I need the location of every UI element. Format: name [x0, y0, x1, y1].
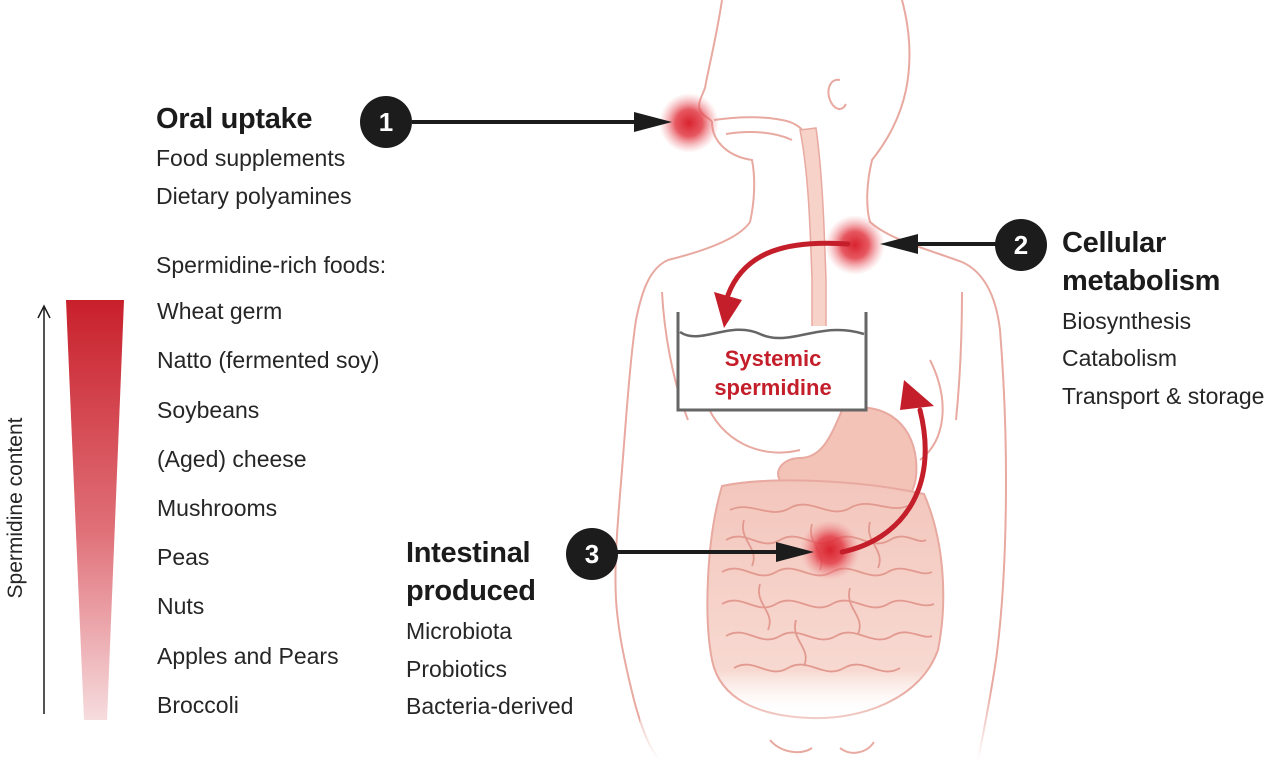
- food-item: Soybeans: [157, 397, 260, 423]
- food-item: Peas: [157, 544, 210, 570]
- spermidine-axis-arrow: [37, 304, 51, 714]
- intestinal-line-3: Bacteria-derived: [406, 693, 574, 719]
- step-2-number: 2: [1013, 229, 1029, 260]
- step-1-number: 1: [378, 106, 394, 137]
- black-flow-arrows: [412, 112, 996, 562]
- systemic-label-line-1: Systemic: [724, 346, 822, 371]
- spermidine-content-gradient: [66, 300, 124, 720]
- oral-uptake-title: Oral uptake: [156, 103, 313, 135]
- food-item: (Aged) cheese: [157, 446, 307, 472]
- systemic-spermidine-box: [676, 312, 868, 412]
- step-3-number: 3: [584, 538, 600, 569]
- cellular-metabolism-line-1: Biosynthesis: [1062, 308, 1192, 334]
- food-item: Natto (fermented soy): [157, 347, 380, 373]
- food-item: Nuts: [157, 593, 205, 619]
- cellular-metabolism-glow: [825, 215, 885, 275]
- oral-uptake-line-1: Food supplements: [156, 145, 346, 171]
- systemic-label-line-2: spermidine: [714, 375, 832, 400]
- intestinal-line-1: Microbiota: [406, 618, 513, 644]
- leg-outline: [769, 739, 875, 754]
- esophagus: [799, 127, 827, 331]
- step-1-badge: 1: [360, 96, 412, 148]
- foods-heading: Spermidine-rich foods:: [156, 252, 387, 278]
- intestinal-glow: [800, 520, 860, 580]
- intestinal-title-2: produced: [406, 575, 536, 607]
- cellular-metabolism-line-2: Catabolism: [1062, 345, 1178, 371]
- cellular-metabolism-line-3: Transport & storage: [1062, 383, 1265, 409]
- step-2-badge: 2: [995, 219, 1047, 271]
- red-flow-arrows: [714, 240, 934, 555]
- systemic-spermidine-label: Systemic spermidine: [682, 344, 864, 402]
- step-3-badge: 3: [566, 528, 618, 580]
- food-item: Apples and Pears: [157, 643, 339, 669]
- food-item: Mushrooms: [157, 495, 278, 521]
- intestinal-title-1: Intestinal: [406, 537, 531, 569]
- cellular-metabolism-title-1: Cellular: [1062, 227, 1166, 259]
- intestines: [640, 479, 1020, 760]
- cellular-metabolism-title-2: metabolism: [1062, 265, 1221, 297]
- oral-uptake-line-2: Dietary polyamines: [156, 183, 352, 209]
- food-item: Broccoli: [157, 692, 239, 718]
- food-item: Wheat germ: [157, 298, 283, 324]
- oral-uptake-glow: [659, 93, 719, 153]
- intestinal-line-2: Probiotics: [406, 656, 507, 682]
- spermidine-content-axis-label: Spermidine content: [4, 417, 27, 599]
